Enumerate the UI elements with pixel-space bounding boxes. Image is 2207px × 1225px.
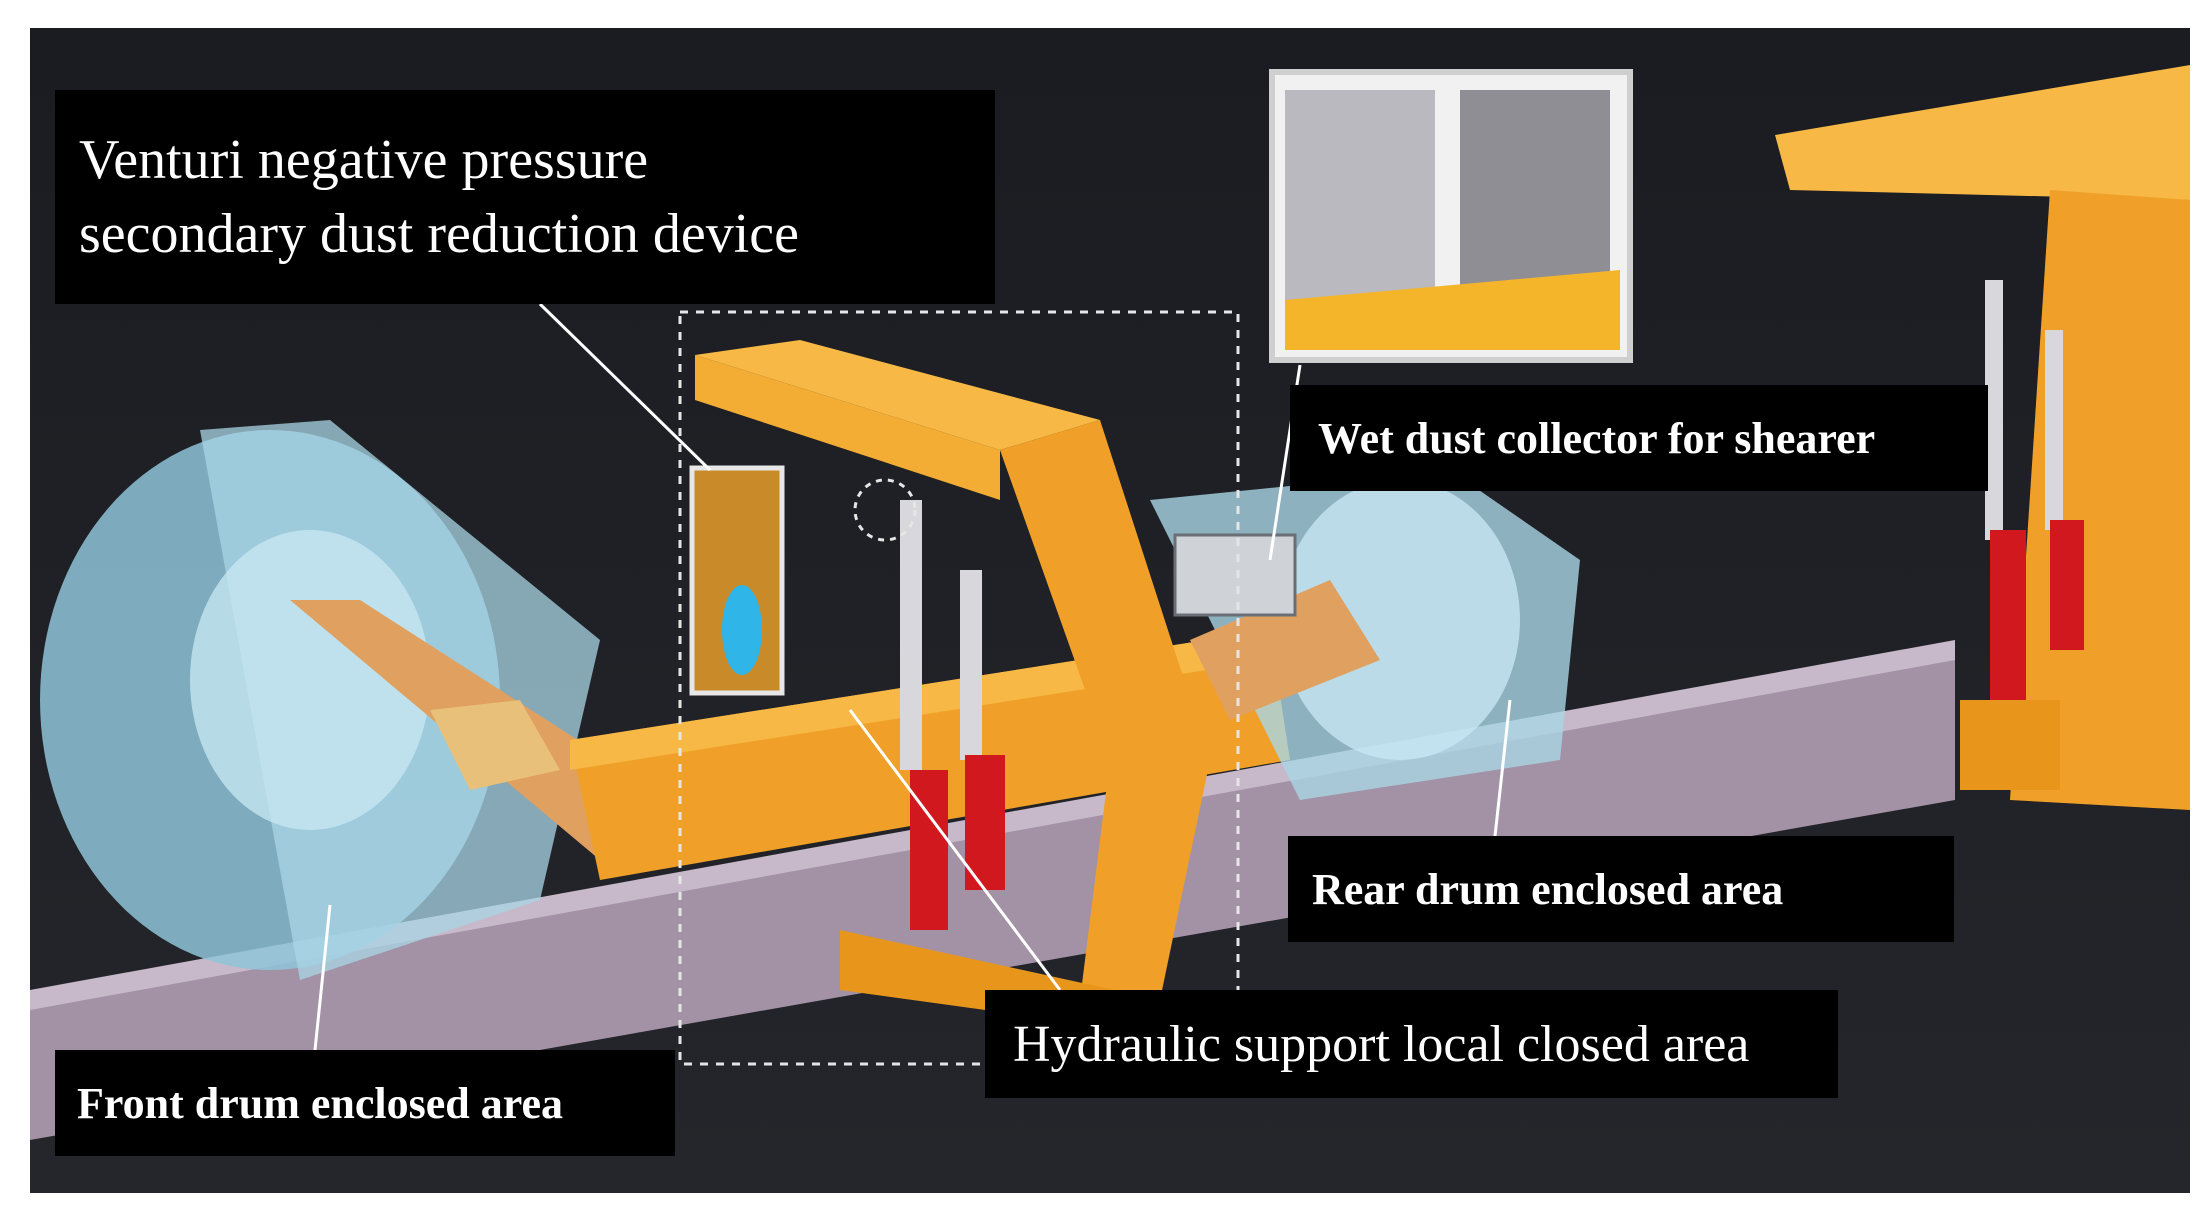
hydraulic-area-outline [678, 310, 1240, 1066]
front-drum-hub [430, 700, 560, 790]
hydraulic-cylinder-1 [900, 500, 922, 770]
label-wet-dust-collector: Wet dust collector for shearer [1290, 385, 1988, 491]
label-venturi-line1: Venturi negative pressure [79, 129, 649, 191]
leader-rear [1493, 699, 1512, 837]
leader-venturi [538, 302, 712, 472]
label-venturi-device: Venturi negative pressure secondary dust… [55, 90, 995, 304]
label-wet-dust-collector-text: Wet dust collector for shearer [1318, 413, 1876, 463]
label-front-drum-text: Front drum enclosed area [77, 1078, 563, 1128]
hydraulic-cylinder-1-red [910, 770, 948, 930]
label-hydraulic-support: Hydraulic support local closed area [985, 990, 1838, 1098]
wet-dust-collector-inset [1269, 69, 1633, 363]
label-front-drum: Front drum enclosed area [55, 1050, 675, 1156]
leader-hydraulic [848, 709, 1062, 991]
venturi-device-nozzle [722, 585, 762, 675]
wet-dust-collector-unit [1173, 533, 1297, 617]
front-drum [40, 420, 600, 980]
label-venturi-line2: secondary dust reduction device [79, 203, 799, 265]
leader-front [313, 904, 332, 1051]
hydraulic-cylinder-2-red [965, 755, 1005, 890]
label-rear-drum-text: Rear drum enclosed area [1312, 864, 1784, 914]
detail-circle [853, 478, 917, 542]
hydraulic-cylinder-2 [960, 570, 982, 760]
label-rear-drum: Rear drum enclosed area [1288, 836, 1954, 942]
right-hydraulic-support [1775, 65, 2190, 810]
label-hydraulic-support-text: Hydraulic support local closed area [1013, 1015, 1750, 1073]
central-hydraulic-support [695, 340, 1210, 1030]
